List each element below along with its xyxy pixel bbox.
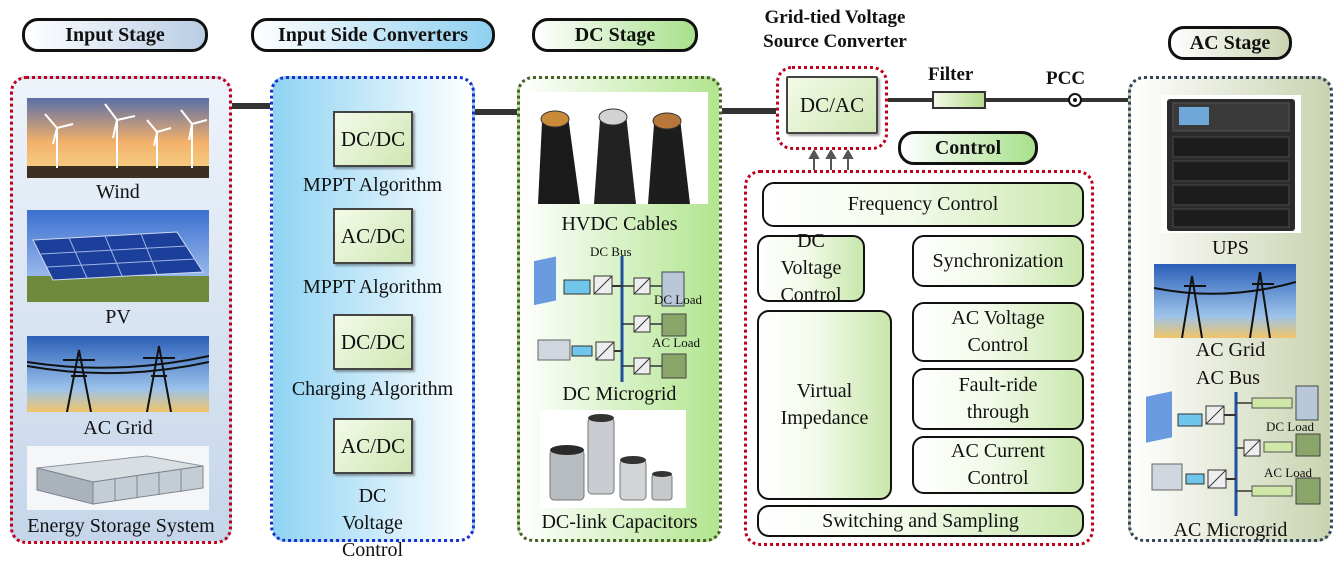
dc-link-capacitors-image <box>540 410 686 508</box>
wind-label: Wind <box>96 181 140 203</box>
virtual-impedance-box: Virtual Impedance <box>757 310 892 500</box>
dc-stage-title: DC Stage <box>532 18 698 52</box>
link-dc-gtvsc <box>722 108 778 114</box>
control-signal-arrows <box>806 150 856 172</box>
pv-panels-image <box>27 210 209 302</box>
link-input-converters <box>232 103 270 109</box>
converter-caption-3: Charging Algorithm <box>291 378 454 400</box>
dc-load-label-dc: DC Load <box>654 292 703 307</box>
ac-grid-image-input <box>27 336 209 412</box>
hvdc-cables-label: HVDC Cables <box>561 213 678 235</box>
hvdc-cables-image <box>528 92 708 204</box>
converter-box-3: DC/DC <box>333 314 413 370</box>
switching-sampling-box: Switching and Sampling <box>757 505 1084 537</box>
converter-caption-4: DC Voltage Control <box>341 485 404 561</box>
wind-turbines-image <box>27 98 209 178</box>
filter-element <box>932 91 986 109</box>
converter-box-2: AC/DC <box>333 208 413 264</box>
dc-voltage-control-box: DC Voltage Control <box>757 230 865 306</box>
energy-storage-image <box>27 446 209 510</box>
pcc-node <box>1068 93 1082 107</box>
ac-grid-label-ac: AC Grid <box>1195 339 1266 361</box>
ups-image <box>1161 95 1301 233</box>
link-converters-dc <box>475 109 517 115</box>
dc-link-capacitors-label: DC-link Capacitors <box>541 511 698 533</box>
synchronization-box: Synchronization <box>912 235 1084 287</box>
dc-microgrid-label: DC Microgrid <box>562 383 677 405</box>
ac-stage-title: AC Stage <box>1168 26 1292 60</box>
input-stage-title: Input Stage <box>22 18 208 52</box>
converter-box-4: AC/DC <box>333 418 413 474</box>
ac-load-label-dc: AC Load <box>652 335 701 350</box>
input-side-converters-title: Input Side Converters <box>251 18 495 52</box>
ac-current-control-box: AC Current Control <box>912 436 1084 494</box>
control-title: Control <box>898 131 1038 165</box>
converter-caption-1: MPPT Algorithm <box>302 174 443 196</box>
filter-label: Filter <box>928 64 974 85</box>
fault-ride-through-box: Fault-ride through <box>912 368 1084 430</box>
converter-box-1: DC/DC <box>333 111 413 167</box>
dc-bus-label: DC Bus <box>590 244 632 259</box>
dc-load-label-ac: DC Load <box>1266 419 1315 434</box>
ac-load-label-ac: AC Load <box>1264 465 1313 480</box>
pv-label: PV <box>105 306 131 328</box>
ac-grid-image-ac <box>1154 264 1296 338</box>
energy-storage-label: Energy Storage System <box>27 515 215 537</box>
ac-grid-label-input: AC Grid <box>83 417 153 439</box>
dc-ac-box: DC/AC <box>786 76 878 134</box>
ac-microgrid-diagram <box>1140 384 1324 516</box>
pcc-label: PCC <box>1046 68 1086 89</box>
ups-label: UPS <box>1212 237 1249 259</box>
frequency-control-box: Frequency Control <box>762 182 1084 227</box>
ac-voltage-control-box: AC Voltage Control <box>912 302 1084 362</box>
ac-microgrid-label: AC Microgrid <box>1173 519 1288 541</box>
gtvsc-title: Grid-tied Voltage Source Converter <box>763 7 907 52</box>
link-gtvsc-filter <box>888 98 932 102</box>
ac-bus-label: AC Bus <box>1196 367 1260 389</box>
link-filter-ac <box>986 98 1130 102</box>
converter-caption-2: MPPT Algorithm <box>302 276 443 298</box>
dc-microgrid-diagram <box>530 242 710 382</box>
